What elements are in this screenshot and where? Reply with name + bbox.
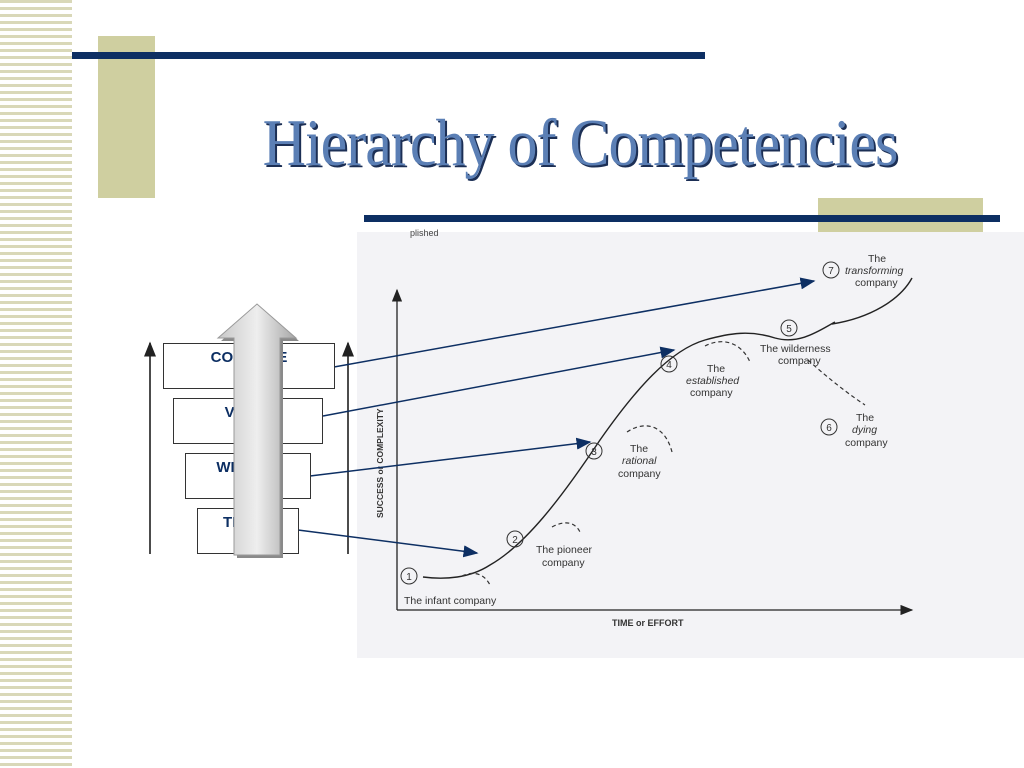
left-stripe-decoration xyxy=(0,0,72,768)
voice-label: VOICE xyxy=(224,404,272,421)
trust-connector-arrow xyxy=(297,529,479,558)
svg-text:company: company xyxy=(845,437,888,449)
svg-text:1: 1 xyxy=(406,572,412,583)
established-dashed-curve xyxy=(704,341,751,363)
stage-2-marker: 2 The pioneer company xyxy=(506,530,593,569)
courage-connector-arrow xyxy=(333,277,816,368)
voice-connector-arrow xyxy=(322,346,676,417)
svg-text:company: company xyxy=(778,355,821,367)
top-fragment-text: plished xyxy=(410,228,439,238)
svg-text:The wilderness: The wilderness xyxy=(760,343,831,355)
stage-3-marker: 3 The rational company xyxy=(585,442,661,480)
svg-text:dying: dying xyxy=(852,424,877,436)
svg-text:The: The xyxy=(707,363,725,375)
svg-text:The infant company: The infant company xyxy=(404,595,497,607)
svg-text:established: established xyxy=(686,375,740,387)
growth-curve xyxy=(422,321,836,579)
svg-text:6: 6 xyxy=(826,423,832,434)
dying-dashed-curve xyxy=(807,359,866,406)
svg-text:5: 5 xyxy=(786,324,792,335)
stage-6-marker: 6 The dying company xyxy=(820,412,888,449)
svg-text:2: 2 xyxy=(512,535,518,546)
svg-text:7: 7 xyxy=(828,266,834,277)
svg-text:transforming: transforming xyxy=(845,265,904,277)
stage-5-marker: 5 The wilderness company xyxy=(760,319,831,367)
transforming-curve xyxy=(831,277,913,325)
top-left-khaki-block xyxy=(98,36,155,198)
infant-dashed-curve xyxy=(461,572,491,586)
y-axis-label: SUCCESS or COMPLEXITY xyxy=(375,408,385,518)
courage-label: COURAGE xyxy=(210,349,288,366)
svg-text:The: The xyxy=(630,443,648,455)
courage-box: COURAGE xyxy=(163,343,335,389)
top-navy-rule xyxy=(72,52,705,59)
svg-text:rational: rational xyxy=(622,455,657,467)
stage-1-marker: 1 The infant company xyxy=(400,567,497,607)
svg-text:The pioneer: The pioneer xyxy=(536,544,593,556)
stage-4-marker: 4 The established company xyxy=(660,355,740,399)
trust-label: TRUST xyxy=(223,514,273,531)
svg-text:company: company xyxy=(618,468,661,480)
wisdom-label: WISDOM xyxy=(216,459,280,476)
svg-text:The: The xyxy=(856,412,874,424)
x-axis-label: TIME or EFFORT xyxy=(612,618,684,628)
wisdom-connector-arrow xyxy=(309,437,592,477)
bottom-navy-rule xyxy=(364,215,1000,222)
trust-box: TRUST xyxy=(197,508,299,554)
svg-text:company: company xyxy=(542,557,585,569)
rational-dashed-curve xyxy=(626,425,673,453)
svg-text:4: 4 xyxy=(666,360,672,371)
svg-text:The: The xyxy=(868,253,886,265)
svg-text:3: 3 xyxy=(591,447,597,458)
wisdom-box: WISDOM xyxy=(185,453,311,499)
stage-7-marker: 7 The transforming company xyxy=(822,253,904,289)
voice-box: VOICE xyxy=(173,398,323,444)
svg-text:company: company xyxy=(855,277,898,289)
pioneer-dashed-curve xyxy=(551,522,581,533)
svg-text:company: company xyxy=(690,387,733,399)
slide-title: Hierarchy of Competencies xyxy=(262,105,899,180)
